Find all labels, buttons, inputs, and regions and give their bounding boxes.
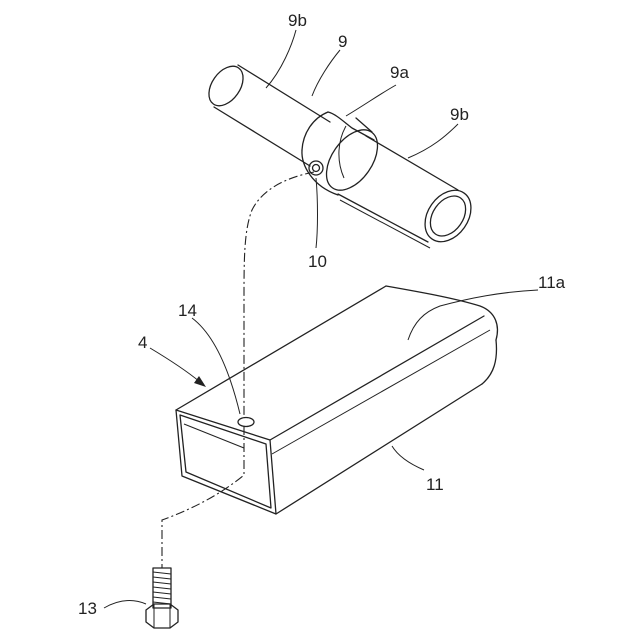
label-9b-top: 9b [288,11,307,30]
rectangular-tube-11 [176,286,497,514]
label-9: 9 [338,32,347,51]
label-4: 4 [138,333,147,352]
axis-line-bolt [162,426,244,568]
hole-14 [238,418,254,427]
axis-line-hole [244,172,314,418]
pipe-left-section [202,60,330,166]
pipe-9 [202,60,481,250]
label-11a: 11a [538,273,566,292]
label-13: 13 [78,599,97,618]
label-10: 10 [308,252,327,271]
label-14: 14 [178,301,197,320]
label-11: 11 [426,475,444,494]
pipe-right-section [338,136,480,250]
pipe-collar [302,112,388,199]
label-9a: 9a [390,63,409,82]
label-9b-right: 9b [450,105,469,124]
arrow-4 [150,348,206,387]
bolt-13 [146,568,178,628]
